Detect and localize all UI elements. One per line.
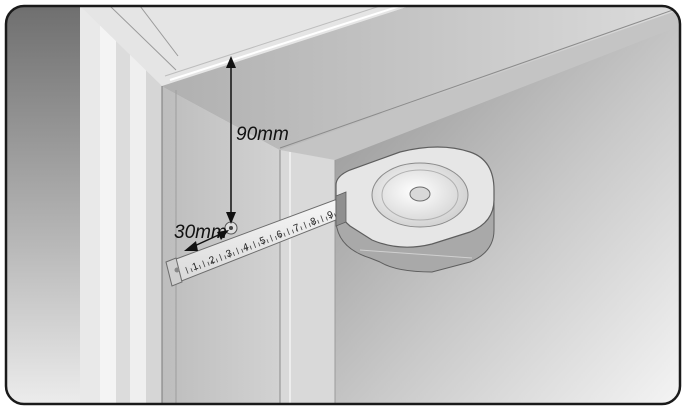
vertical-arrow-top — [226, 56, 236, 68]
tape-number: 6 — [275, 229, 285, 241]
frame-top-surface — [162, 6, 680, 150]
frame-inner-jamb — [280, 150, 335, 404]
tape-tick — [291, 229, 295, 234]
tape-ticks — [185, 208, 341, 274]
tape-tick — [269, 234, 273, 242]
tape-tick — [329, 214, 333, 219]
tape-tick — [194, 266, 197, 271]
tape-tick — [241, 248, 244, 253]
tape-tick — [283, 232, 286, 237]
frame-top-lip — [280, 6, 680, 160]
tape-tick — [308, 223, 311, 228]
tape-tick — [266, 239, 269, 244]
tape-tick — [235, 247, 240, 255]
tape-tick — [211, 260, 214, 265]
tape-tick — [258, 242, 261, 247]
tape-tick — [245, 247, 248, 252]
horizontal-arrow-right — [217, 230, 229, 240]
tape-tick — [279, 234, 282, 239]
frame-strip-3 — [116, 6, 130, 404]
tape-tick — [313, 221, 316, 226]
tape-tick — [224, 255, 227, 260]
tape-end-hook — [165, 257, 183, 287]
tape-measure-case — [335, 146, 495, 273]
tape-tick — [300, 226, 303, 231]
tape-tick — [286, 228, 290, 236]
frame-strip-2 — [100, 6, 116, 404]
tape-tick — [190, 268, 193, 273]
tape-number: 3 — [225, 248, 235, 260]
frame-top-layers — [80, 6, 410, 86]
tape-number: 1 — [191, 261, 201, 273]
tape-tick — [275, 235, 278, 240]
vertical-arrow-bottom — [226, 212, 236, 224]
tape-tick — [303, 221, 307, 229]
tape-tick — [249, 245, 252, 250]
tape-tick — [252, 241, 257, 248]
horizontal-arrow-left — [184, 241, 198, 251]
illustration-border — [4, 4, 682, 406]
dimension-lines — [184, 56, 236, 251]
horizontal-dimension-label: 30mm — [174, 222, 227, 243]
tape-exit-slot — [335, 191, 347, 227]
tape-tick — [202, 260, 206, 268]
door-recess — [330, 10, 680, 404]
frame-strip-1 — [80, 6, 100, 404]
mounting-hole-center — [229, 226, 233, 230]
tape-number: 8 — [309, 216, 319, 228]
tape-tick — [296, 227, 299, 232]
tape-tick — [219, 254, 223, 261]
tape-tick — [228, 253, 231, 258]
tape-tick — [199, 264, 202, 269]
tape-tick — [185, 266, 189, 274]
tape-number: 4 — [241, 241, 251, 253]
case-center-button — [409, 186, 431, 202]
tape-tick — [215, 258, 219, 263]
frame-strip-4 — [130, 6, 146, 404]
tape-number: 5 — [258, 235, 268, 247]
tape-tick — [207, 261, 210, 266]
tape-tick — [317, 219, 320, 224]
frame-strip-5 — [146, 6, 162, 404]
tape-hook-rivet — [174, 267, 180, 273]
tape-tick — [320, 215, 324, 223]
tape-number: 7 — [292, 222, 302, 234]
tape-tick — [325, 216, 328, 221]
vertical-dimension-label: 90mm — [236, 124, 289, 145]
tape-number: 2 — [208, 254, 218, 266]
tape-tick — [232, 252, 235, 257]
tape-number: 9 — [326, 209, 336, 221]
tape-tick — [262, 240, 265, 245]
